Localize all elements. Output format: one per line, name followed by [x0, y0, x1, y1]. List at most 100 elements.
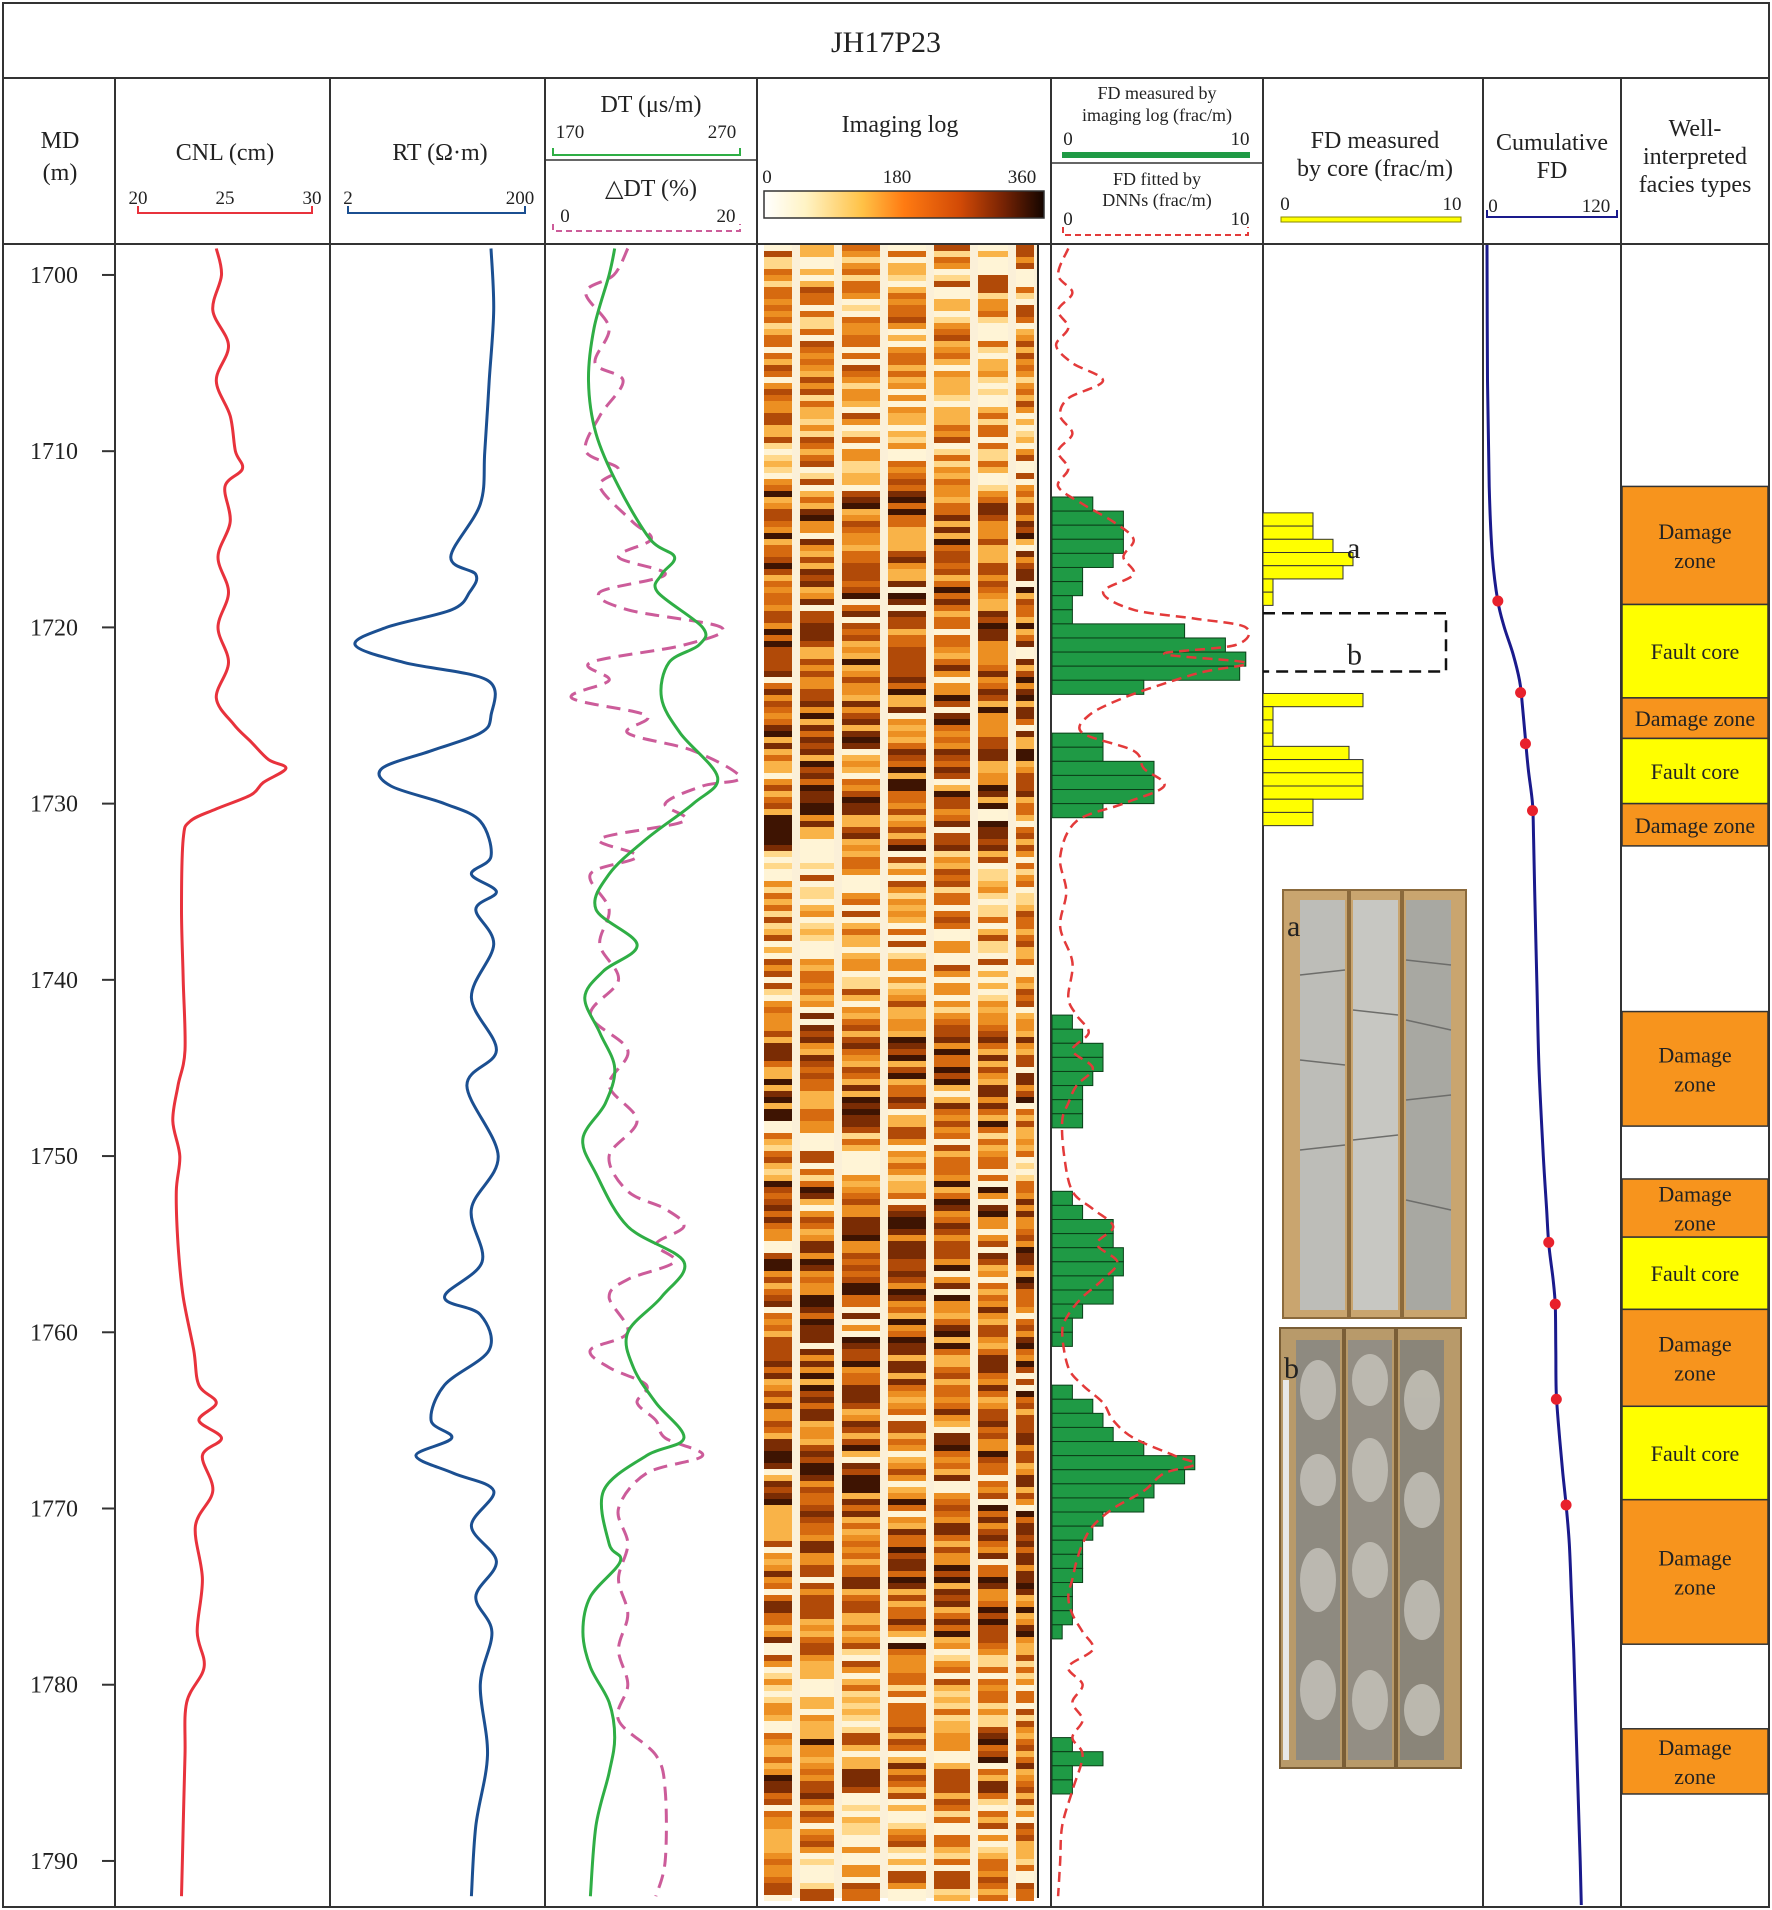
- imaging-pixel-row: [800, 971, 834, 977]
- imaging-pixel-row: [934, 425, 970, 431]
- imaging-pixel-row: [800, 635, 834, 641]
- imaging-pixel-row: [842, 1781, 880, 1787]
- imaging-pixel-row: [978, 1427, 1008, 1433]
- imaging-pixel-row: [764, 281, 792, 287]
- imaging-pixel-row: [800, 551, 834, 557]
- imaging-pixel-row: [842, 335, 880, 341]
- imaging-pixel-row: [842, 1133, 880, 1139]
- imaging-pixel-row: [1016, 1379, 1034, 1385]
- imaging-pixel-row: [978, 1439, 1008, 1445]
- imaging-pixel-row: [978, 1493, 1008, 1499]
- imaging-pixel-row: [800, 503, 834, 509]
- imaging-pixel-row: [978, 1205, 1008, 1211]
- fd-imaging-bar: [1051, 609, 1073, 625]
- fd-imaging-bar: [1051, 774, 1155, 791]
- imaging-pixel-row: [800, 959, 834, 965]
- imaging-pixel-row: [888, 1805, 926, 1811]
- cumulative-fd-marker: [1492, 595, 1504, 607]
- fd-core-bar: [1262, 578, 1274, 593]
- imaging-pixel-row: [842, 1097, 880, 1103]
- imaging-pixel-row: [934, 1115, 970, 1121]
- imaging-pixel-row: [842, 785, 880, 791]
- imaging-pixel-row: [1016, 719, 1034, 725]
- imaging-pixel-row: [888, 1589, 926, 1595]
- imaging-pixel-row: [888, 1097, 926, 1103]
- imaging-pixel-row: [978, 641, 1008, 647]
- imaging-pixel-row: [764, 1553, 792, 1559]
- imaging-pixel-row: [764, 1301, 792, 1307]
- imaging-pixel-row: [800, 863, 834, 869]
- facies-label: zone: [1674, 1574, 1716, 1599]
- imaging-pixel-row: [842, 1805, 880, 1811]
- imaging-pixel-row: [934, 1727, 970, 1733]
- imaging-pixel-row: [1016, 989, 1034, 995]
- imaging-pixel-row: [934, 665, 970, 671]
- imaging-pixel-row: [888, 989, 926, 995]
- imaging-pixel-row: [842, 629, 880, 635]
- imaging-pixel-row: [764, 485, 792, 491]
- imaging-pixel-row: [978, 1883, 1008, 1889]
- imaging-pixel-row: [934, 1163, 970, 1169]
- imaging-pixel-row: [800, 1571, 834, 1577]
- imaging-pixel-row: [1016, 707, 1034, 713]
- imaging-pixel-row: [1016, 1295, 1034, 1301]
- imaging-pixel-row: [800, 1865, 834, 1871]
- imaging-pixel-row: [1016, 743, 1034, 749]
- imaging-pixel-row: [764, 803, 792, 809]
- imaging-pixel-row: [764, 473, 792, 479]
- imaging-pixel-row: [842, 911, 880, 917]
- imaging-pixel-row: [978, 1127, 1008, 1133]
- imaging-pixel-row: [1016, 695, 1034, 701]
- imaging-pixel-row: [764, 1535, 792, 1541]
- imaging-pixel-row: [800, 359, 834, 365]
- imaging-pixel-row: [888, 1001, 926, 1007]
- imaging-pixel-row: [934, 1853, 970, 1859]
- imaging-pixel-row: [764, 1625, 792, 1631]
- imaging-pixel-row: [800, 1577, 834, 1583]
- imaging-pixel-row: [800, 1217, 834, 1223]
- imaging-pixel-row: [978, 953, 1008, 959]
- imaging-pixel-row: [800, 437, 834, 443]
- imaging-pixel-row: [934, 449, 970, 455]
- dt-header-label: DT (μs/m): [600, 92, 701, 118]
- imaging-pixel-row: [764, 449, 792, 455]
- imaging-pixel-row: [764, 305, 792, 311]
- fd-img-header-line1: FD measured by: [1098, 83, 1217, 103]
- imaging-pixel-row: [888, 605, 926, 611]
- imaging-pixel-row: [934, 1061, 970, 1067]
- imaging-pixel-row: [764, 1277, 792, 1283]
- imaging-pixel-row: [888, 1091, 926, 1097]
- imaging-pixel-row: [934, 1739, 970, 1745]
- imaging-pixel-row: [1016, 1895, 1034, 1901]
- imaging-pixel-row: [978, 1175, 1008, 1181]
- imaging-tick-max: 360: [1008, 167, 1037, 188]
- imaging-pixel-row: [1016, 605, 1034, 611]
- imaging-pixel-row: [1016, 1433, 1034, 1439]
- imaging-pixel-row: [888, 839, 926, 845]
- imaging-pixel-row: [888, 719, 926, 725]
- imaging-pixel-row: [978, 1433, 1008, 1439]
- fd-imaging-bar: [1051, 1751, 1104, 1767]
- imaging-pixel-row: [1016, 653, 1034, 659]
- imaging-pixel-row: [800, 1127, 834, 1133]
- imaging-pixel-row: [764, 1397, 792, 1403]
- fd-dnn-tick-max: 10: [1231, 209, 1250, 230]
- imaging-pixel-row: [888, 1187, 926, 1193]
- imaging-pixel-row: [978, 719, 1008, 725]
- cnl-tick-max: 30: [303, 188, 322, 209]
- imaging-pixel-row: [842, 1205, 880, 1211]
- imaging-pixel-row: [1016, 1589, 1034, 1595]
- imaging-pixel-row: [934, 1673, 970, 1679]
- imaging-pixel-row: [888, 641, 926, 647]
- imaging-pixel-row: [934, 1889, 970, 1895]
- fd-imaging-bar: [1051, 1398, 1094, 1414]
- imaging-pixel-row: [934, 443, 970, 449]
- imaging-pixel-row: [842, 575, 880, 581]
- imaging-pixel-row: [842, 971, 880, 977]
- imaging-pixel-row: [978, 785, 1008, 791]
- imaging-pixel-row: [1016, 689, 1034, 695]
- imaging-pixel-row: [934, 791, 970, 797]
- imaging-pixel-row: [800, 1871, 834, 1877]
- imaging-pixel-row: [764, 1091, 792, 1097]
